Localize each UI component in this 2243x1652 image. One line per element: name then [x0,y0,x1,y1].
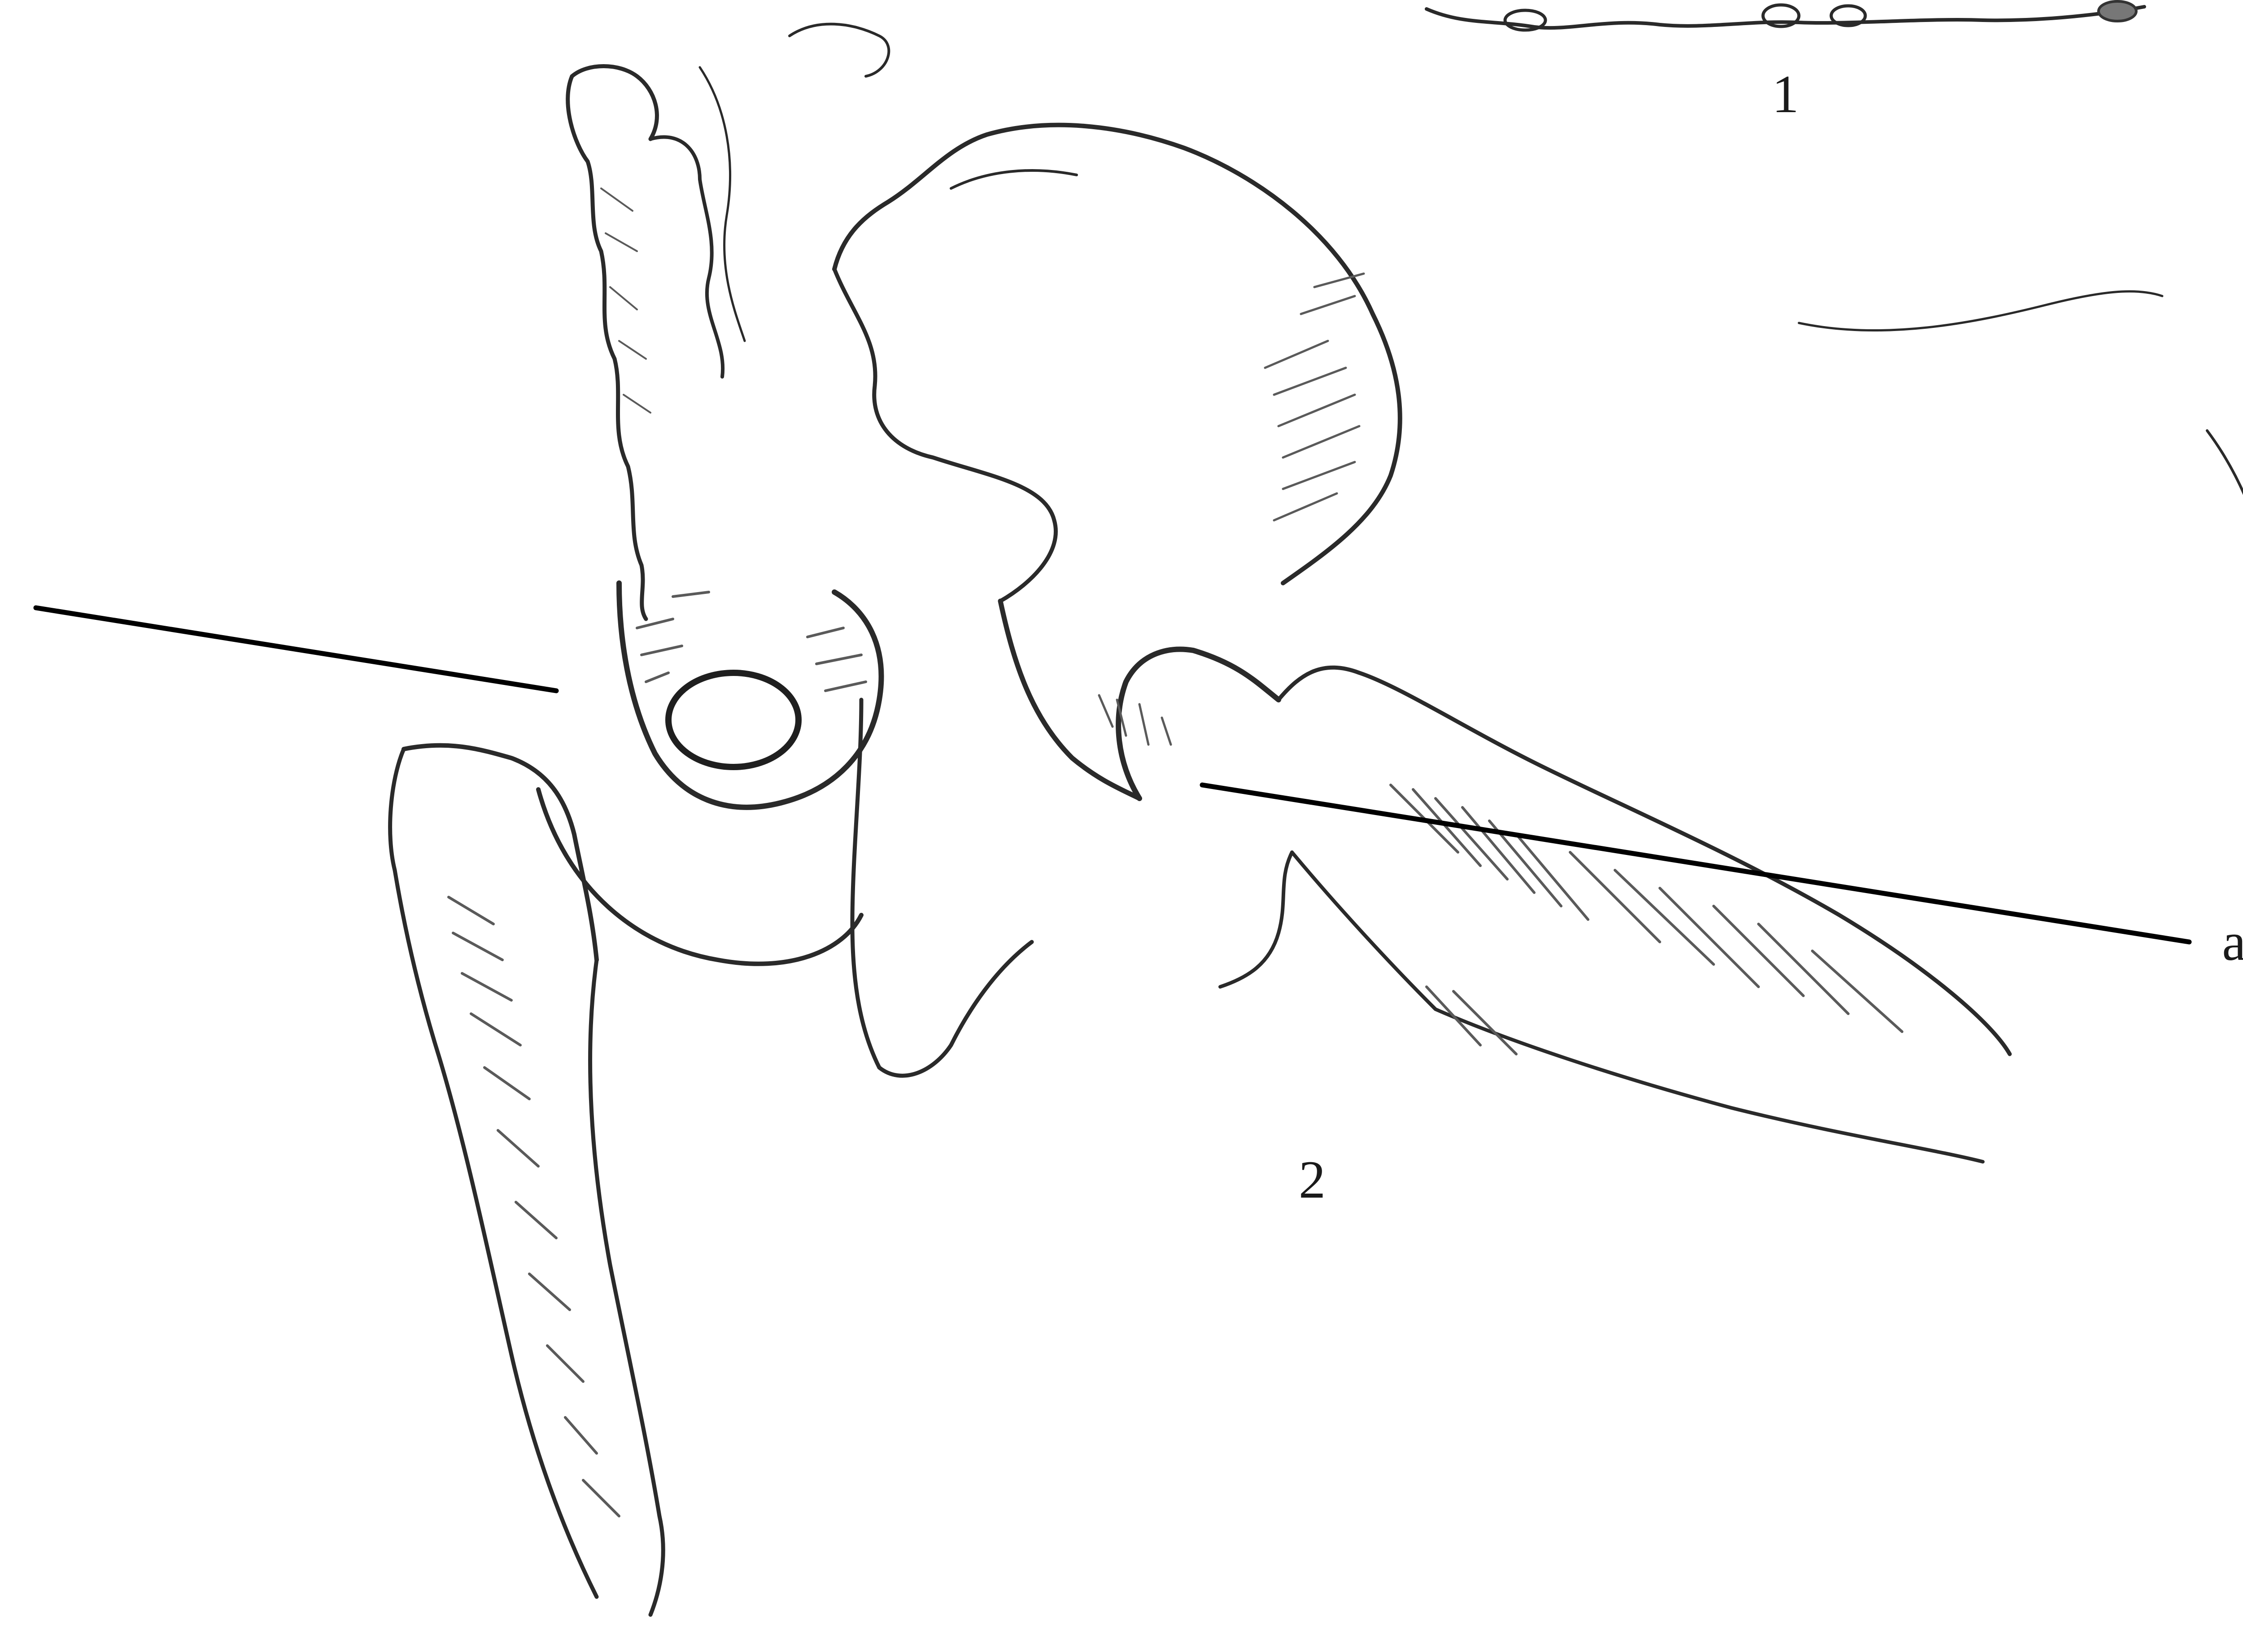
view-1-fragment [1427,1,2144,30]
obturator-foramen [668,673,799,767]
pointer-line-left [36,608,556,691]
medial-femur [390,745,663,1615]
pointer-a-label: a [2222,912,2243,972]
sacrum-outline [568,24,889,619]
iliac-wing [834,125,1400,601]
obturator-region [538,583,1032,1076]
view-2-label: 2 [1299,1150,1326,1209]
lateral-contour [1799,292,2243,825]
view-1-label: 1 [1772,64,1799,124]
acetabulum-femoral-head [1000,601,2010,1162]
